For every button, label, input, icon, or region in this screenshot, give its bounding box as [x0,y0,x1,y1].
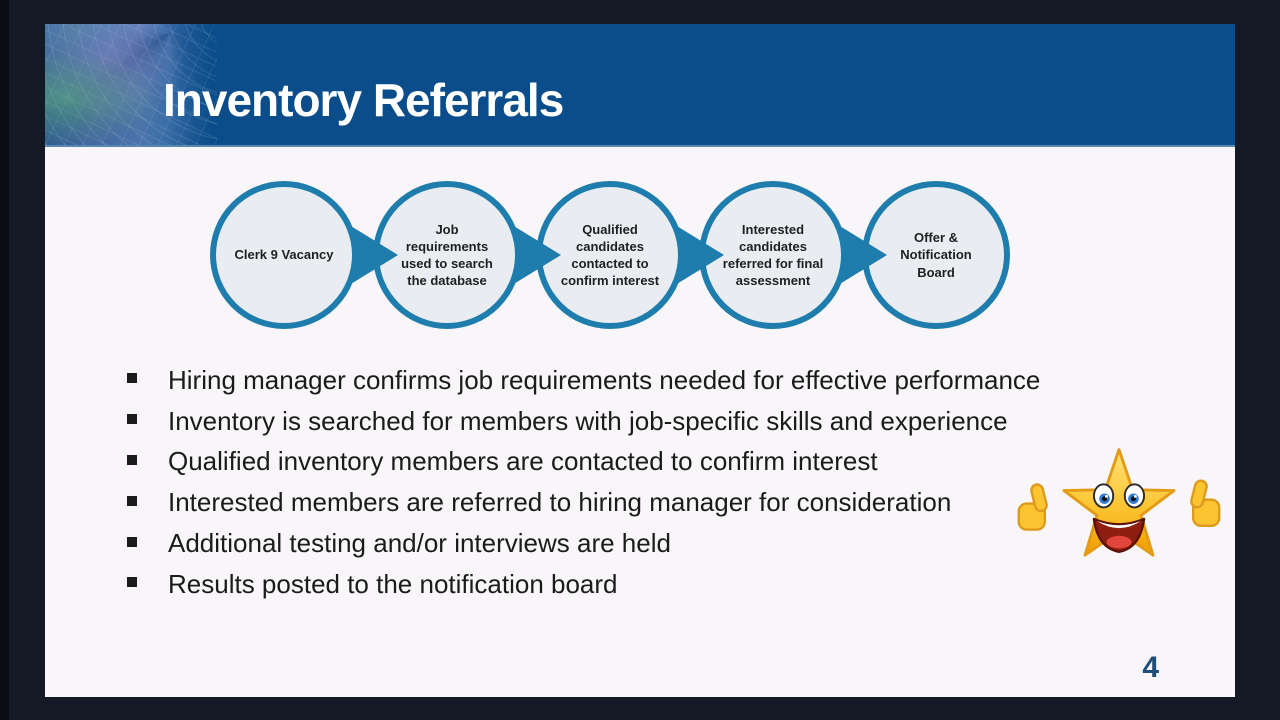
list-item: Hiring manager confirms job requirements… [127,360,1127,401]
square-bullet-icon [127,414,137,425]
square-bullet-icon [127,536,137,547]
square-bullet-icon [127,577,137,588]
process-flow-diagram: Clerk 9 Vacancy Job requirements used to… [210,181,1010,329]
list-item: Interested members are referred to hirin… [127,482,1127,523]
bullet-text: Results posted to the notification board [168,568,618,599]
process-step-label: Offer & Notification Board [900,230,972,280]
bullet-text: Additional testing and/or interviews are… [168,528,671,559]
abstract-globe-collage-image [45,24,217,145]
bullet-text: Qualified inventory members are contacte… [168,446,878,477]
list-item: Results posted to the notification board [127,564,1127,605]
process-step-label: Job requirements used to search the data… [401,221,493,289]
square-bullet-icon [127,454,137,465]
thumbs-up-icon [1017,483,1048,531]
page-number: 4 [1142,651,1159,684]
process-step-label: Interested candidates referred for final… [722,221,824,289]
slide: Inventory Referrals Clerk 9 Vacancy Job … [45,24,1235,697]
process-step-referral: Interested candidates referred for final… [699,181,847,329]
smiley-face [1092,483,1146,553]
process-step-search: Job requirements used to search the data… [373,181,521,329]
bullet-text: Interested members are referred to hirin… [168,487,952,518]
bullet-list: Hiring manager confirms job requirements… [127,360,1127,605]
square-bullet-icon [127,373,137,384]
list-item: Additional testing and/or interviews are… [127,523,1127,564]
slide-title: Inventory Referrals [163,74,564,126]
bullet-text: Hiring manager confirms job requirements… [168,364,1041,395]
process-step-label: Qualified candidates contacted to confir… [560,221,660,289]
process-step-vacancy: Clerk 9 Vacancy [210,181,358,329]
bullet-text: Inventory is searched for members with j… [168,405,1008,436]
square-bullet-icon [127,495,137,506]
process-step-label: Clerk 9 Vacancy [234,247,334,263]
list-item: Inventory is searched for members with j… [127,401,1127,442]
list-item: Qualified inventory members are contacte… [127,442,1127,483]
slide-header: Inventory Referrals [45,24,1235,147]
thumbs-up-icon [1190,479,1221,527]
star-thumbs-up-emoticon [1017,448,1221,557]
